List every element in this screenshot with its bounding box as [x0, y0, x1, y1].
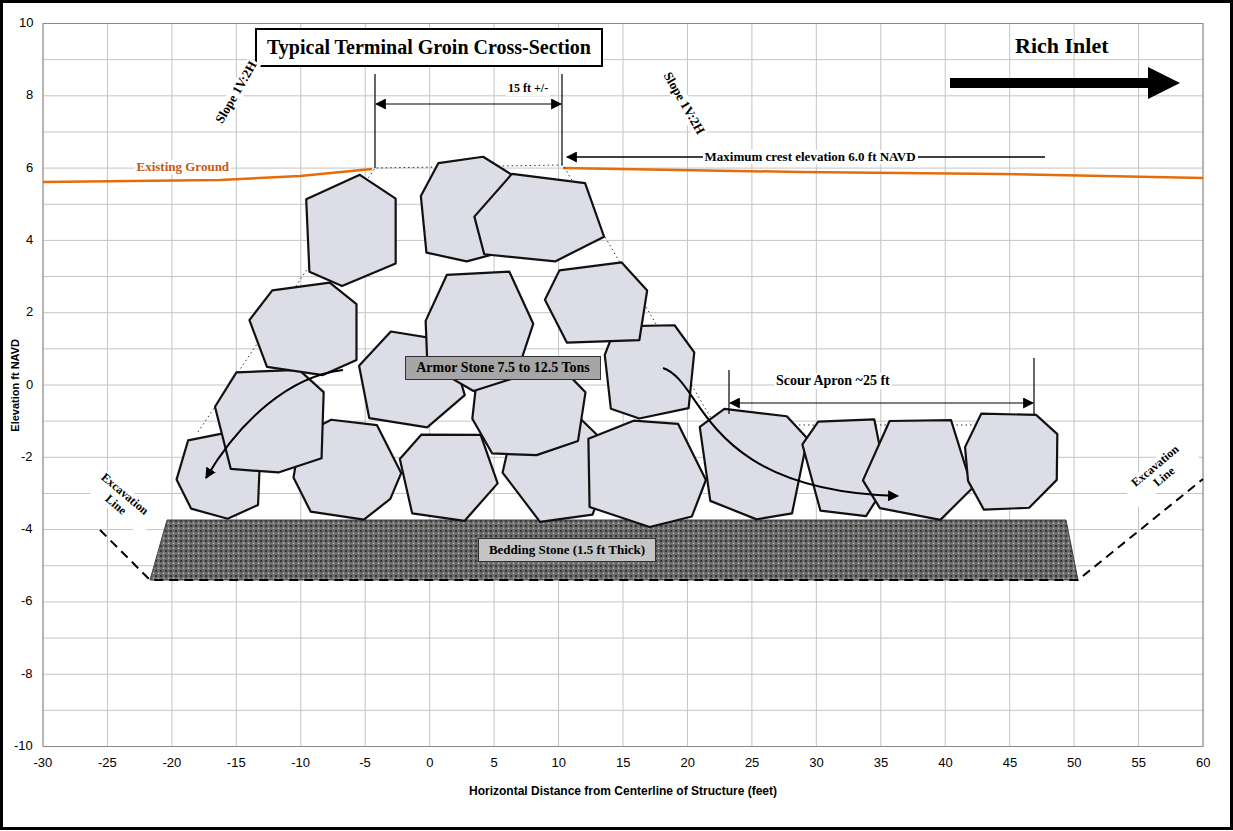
x-tick-label: -30	[34, 756, 53, 771]
grid	[43, 24, 1203, 747]
x-tick-label: 35	[874, 756, 888, 771]
ground-label: Existing Ground	[135, 160, 232, 175]
dimension-tick	[728, 370, 729, 414]
armor-stone	[249, 283, 356, 375]
node-text: Bedding Stone (1.5 ft Thick)	[489, 542, 645, 558]
bedding-stone-label: Bedding Stone (1.5 ft Thick)	[478, 538, 656, 562]
node-text: Armor Stone 7.5 to 12.5 Tons	[416, 360, 590, 376]
armor-stone	[474, 174, 604, 262]
y-tick-label: 4	[26, 233, 33, 248]
slope-label: Slope 1V:2H	[211, 57, 261, 128]
dimension-line	[376, 103, 561, 104]
y-tick-label: -10	[14, 739, 33, 754]
slope-label: Slope 1V:2H	[658, 68, 708, 139]
y-tick-label: -6	[21, 594, 33, 609]
grid-line	[43, 240, 1203, 241]
armor-stone	[545, 262, 647, 342]
grid-line	[43, 638, 1203, 639]
leader-arrow	[206, 370, 343, 478]
y-tick-label: -8	[21, 667, 33, 682]
dimension-label: Scour Apron ~25 ft	[774, 373, 892, 389]
plot-border	[43, 24, 1203, 747]
armor-stone	[400, 435, 498, 521]
y-tick-label: 6	[26, 161, 33, 176]
x-tick-label: 50	[1067, 756, 1081, 771]
armor-stone-label: Armor Stone 7.5 to 12.5 Tons	[405, 356, 601, 380]
axis-title: Horizontal Distance from Centerline of S…	[469, 785, 777, 799]
excavation-label: Excavation Line	[81, 464, 158, 535]
x-tick-label: -20	[162, 756, 181, 771]
x-tick-label: 10	[552, 756, 566, 771]
grid-line	[43, 710, 1203, 711]
existing-ground-line	[563, 168, 1203, 178]
axis-title: Elevation ft NAVD	[9, 338, 22, 431]
x-tick-label: 25	[745, 756, 759, 771]
armor-stone	[215, 370, 324, 473]
grid-line	[43, 204, 1203, 205]
excavation-label: Excavation Line	[1121, 436, 1198, 507]
grid-line	[43, 674, 1203, 675]
crest-label: Maximum crest elevation 6.0 ft NAVD	[703, 150, 918, 165]
title-text: Typical Terminal Groin Cross-Section	[267, 36, 591, 58]
armor-stone	[306, 175, 395, 286]
dimension-tick	[561, 74, 562, 165]
armor-stone	[588, 421, 706, 527]
x-tick-label: 60	[1196, 756, 1210, 771]
x-tick-label: 5	[491, 756, 498, 771]
grid-line	[43, 131, 1203, 132]
y-tick-label: 2	[26, 305, 33, 320]
y-tick-label: 8	[26, 88, 33, 103]
y-tick-label: -2	[21, 450, 33, 465]
grid-line	[43, 95, 1203, 96]
y-tick-label: -4	[21, 522, 33, 537]
direction-arrow	[950, 67, 1180, 99]
y-tick-label: 10	[19, 16, 33, 31]
x-tick-label: 15	[616, 756, 630, 771]
x-tick-label: -25	[98, 756, 117, 771]
x-tick-label: -5	[359, 756, 371, 771]
x-tick-label: 20	[680, 756, 694, 771]
x-tick-label: -10	[291, 756, 310, 771]
x-tick-label: 40	[938, 756, 952, 771]
armor-stone	[965, 414, 1057, 510]
bedding-stone-layer	[150, 520, 1078, 580]
armor-stone	[700, 409, 808, 519]
grid-line	[43, 59, 1203, 60]
x-tick-label: 55	[1132, 756, 1146, 771]
x-tick-label: 30	[809, 756, 823, 771]
x-tick-label: -15	[227, 756, 246, 771]
dimension-line	[730, 402, 1033, 403]
dimension-label: 15 ft +/-	[506, 82, 550, 96]
x-tick-label: 45	[1003, 756, 1017, 771]
title-box: Typical Terminal Groin Cross-Section	[255, 28, 603, 67]
direction-label: Rich Inlet	[1015, 33, 1109, 58]
armor-stones	[177, 157, 1058, 527]
leader-arrow	[663, 368, 898, 496]
x-tick-label: 0	[426, 756, 433, 771]
armor-stone	[863, 420, 972, 520]
dimension-tick	[1033, 358, 1034, 414]
y-tick-label: 0	[26, 378, 33, 393]
dimension-tick	[374, 74, 375, 168]
grid-line	[43, 601, 1203, 602]
